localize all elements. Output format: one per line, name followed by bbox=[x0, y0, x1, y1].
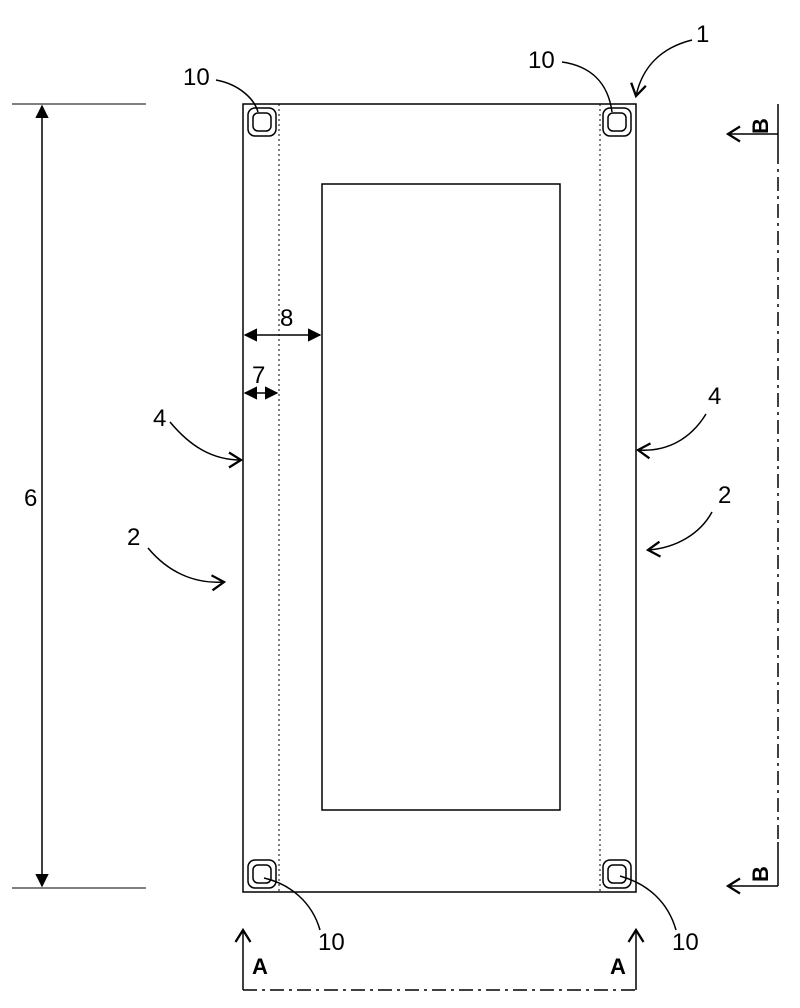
leader-hole-bottom-right bbox=[619, 875, 677, 931]
label-side-right: 2 bbox=[718, 482, 731, 509]
leader-panel bbox=[630, 39, 693, 99]
label-strip-width: 7 bbox=[252, 362, 265, 389]
panel-outline bbox=[242, 103, 637, 893]
leader-side-left bbox=[147, 547, 227, 592]
label-hole-bottom-right: 10 bbox=[672, 929, 699, 956]
hole-bottom-right bbox=[602, 859, 632, 889]
leader-hole-top-left bbox=[215, 79, 259, 113]
hole-top-right bbox=[602, 107, 632, 137]
leader-hole-bottom-left bbox=[263, 877, 321, 931]
leader-side-right bbox=[645, 511, 713, 558]
label-edge-right: 4 bbox=[708, 383, 721, 410]
label-section-a-right: A bbox=[610, 954, 626, 979]
label-height: 6 bbox=[24, 485, 37, 512]
label-hole-top-right: 10 bbox=[528, 47, 555, 74]
label-edge-left: 4 bbox=[153, 405, 166, 432]
hole-top-left bbox=[247, 107, 277, 137]
leader-edge-right bbox=[635, 413, 707, 460]
label-hole-top-left: 10 bbox=[183, 64, 210, 91]
leader-edge-left bbox=[169, 421, 244, 469]
label-hole-bottom-left: 10 bbox=[318, 929, 345, 956]
label-frame-width: 8 bbox=[280, 305, 293, 332]
leader-hole-top-right bbox=[561, 61, 613, 113]
label-side-left: 2 bbox=[127, 524, 140, 551]
hole-bottom-left bbox=[247, 859, 277, 889]
label-section-b-top: B bbox=[748, 118, 773, 134]
label-section-a-left: A bbox=[252, 954, 268, 979]
inner-window bbox=[321, 183, 561, 811]
label-panel: 1 bbox=[696, 21, 709, 48]
label-section-b-bottom: B bbox=[748, 866, 773, 882]
